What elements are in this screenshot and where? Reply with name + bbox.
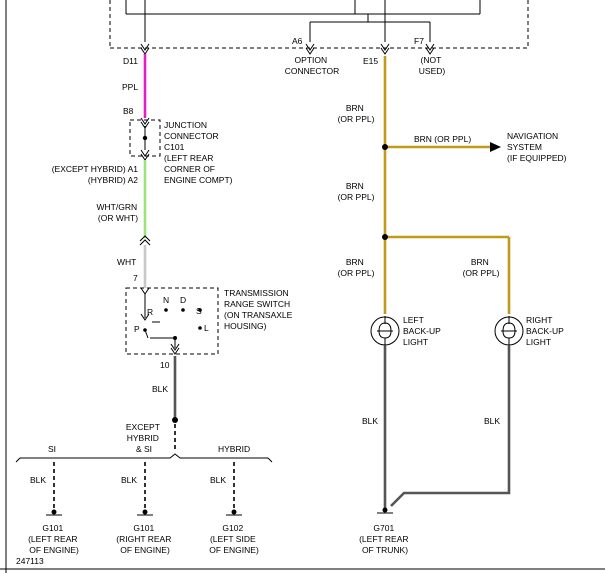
splice-nav — [382, 144, 388, 150]
splice-lights — [382, 234, 388, 240]
connector-f7: F7 — [414, 36, 424, 46]
transmission-range-switch — [125, 287, 219, 355]
ground-drops — [53, 462, 235, 510]
wire-label-blk-g101-left: BLK — [30, 475, 46, 485]
wire-label-wht-grn: WHT/GRN (OR WHT) — [97, 202, 140, 223]
hybrid-label: HYBRID — [218, 444, 250, 454]
right-backup-light-label: RIGHT BACK-UP LIGHT — [526, 315, 566, 347]
wire-label-wht: WHT — [117, 257, 136, 267]
wire-blk-right-light — [390, 346, 511, 507]
left-backup-light-label: LEFT BACK-UP LIGHT — [403, 315, 443, 347]
switch-position-s: S — [196, 306, 202, 316]
wire-label-brn-nav: BRN (OR PPL) — [414, 134, 471, 144]
ground-symbol-g101-left — [46, 509, 62, 516]
wire-label-ppl: PPL — [122, 82, 138, 92]
wire-label-brn-3: BRN (OR PPL) — [338, 257, 375, 278]
hybrid-a2-label: (HYBRID) A2 — [88, 175, 138, 185]
right-backup-light-bulb-icon — [494, 316, 524, 346]
connector-e15: E15 — [363, 56, 378, 66]
wire-label-brn-1: BRN (OR PPL) — [338, 103, 375, 124]
switch-position-p: P — [134, 324, 140, 334]
navigation-label: NAVIGATION SYSTEM (IF EQUIPPED) — [507, 131, 567, 163]
connector-b8: B8 — [123, 106, 134, 116]
except-hybrid-si-label: EXCEPT HYBRID & SI — [126, 422, 162, 454]
connector-d11: D11 — [123, 56, 138, 66]
top-module-box — [5, 0, 529, 573]
junction-connector-c101 — [129, 117, 161, 161]
ground-symbol-g101-right — [137, 509, 153, 516]
except-hybrid-a1-label: (EXCEPT HYBRID) A1 — [52, 164, 139, 174]
connector-pin10: 10 — [160, 360, 170, 370]
switch-position-n: N — [163, 295, 169, 305]
connector-pin7: 7 — [133, 273, 138, 283]
wire-label-brn-2: BRN (OR PPL) — [338, 181, 375, 202]
ground-symbol-g701 — [377, 507, 393, 514]
ground-label-g701: G701 (LEFT REAR OF TRUNK) — [359, 523, 411, 555]
si-label: SI — [48, 444, 56, 454]
wire-label-blk-left-light: BLK — [362, 416, 378, 426]
connector-a6: A6 — [292, 36, 303, 46]
ground-label-g101-left: G101 (LEFT REAR OF ENGINE) — [28, 523, 80, 555]
wire-label-blk-main: BLK — [152, 384, 168, 394]
not-used-label: (NOT USED) — [419, 55, 446, 76]
option-connector-label: OPTION CONNECTOR — [285, 55, 340, 76]
option-bracket — [15, 453, 273, 463]
wire-label-blk-g102: BLK — [210, 475, 226, 485]
transmission-switch-label: TRANSMISSION RANGE SWITCH (ON TRANSAXLE … — [224, 288, 295, 331]
module-connector-chevrons — [140, 43, 435, 55]
switch-position-l: L — [204, 323, 209, 333]
wire-label-brn-4: BRN (OR PPL) — [463, 257, 500, 278]
splice-blk — [172, 417, 178, 423]
navigation-arrow-icon — [490, 142, 501, 152]
ground-label-g101-right: G101 (RIGHT REAR OF ENGINE) — [116, 523, 173, 555]
switch-position-d: D — [180, 295, 186, 305]
wire-label-blk-g101-right: BLK — [121, 475, 137, 485]
switch-position-r: R — [147, 307, 153, 317]
ground-symbol-g102 — [226, 509, 242, 516]
junction-connector-label: JUNCTION CONNECTOR C101 (LEFT REAR CORNE… — [164, 120, 233, 185]
ground-label-g102: G102 (LEFT SIDE OF ENGINE) — [209, 523, 259, 555]
inline-connector-chevron — [139, 235, 151, 246]
diagram-number: 247113 — [16, 556, 44, 566]
wire-label-blk-right-light: BLK — [484, 416, 500, 426]
left-backup-light-bulb-icon — [370, 316, 400, 346]
